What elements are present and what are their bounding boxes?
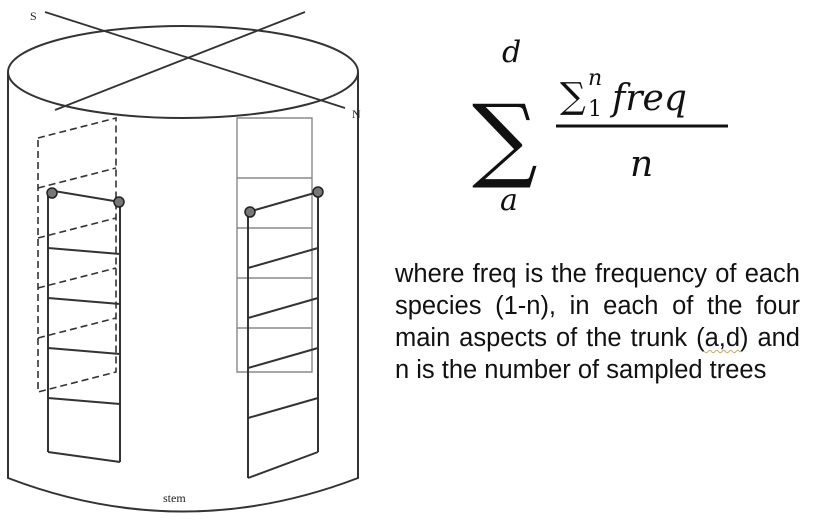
right-quadrat-rear — [236, 117, 313, 373]
formula-explanation: where freq is the frequency of each spec… — [395, 258, 800, 386]
formula-upper-limit: d — [502, 35, 521, 70]
right-quadrat-pin-top-left — [244, 206, 256, 218]
formula-numerator-sum-lower: 1 — [588, 97, 602, 122]
trunk-cylinder-body — [7, 72, 359, 513]
compass-line-south-north — [44, 11, 346, 109]
trunk-top-ellipse — [7, 25, 359, 119]
left-quadrat-front — [47, 189, 121, 463]
explanation-text-end: ) and n is the number of sampled trees — [395, 324, 800, 384]
compass-line-cross — [54, 11, 306, 111]
formula-numerator-term: freq — [609, 78, 687, 119]
explanation-trunk-aspects: a,d — [704, 324, 741, 352]
left-quadrat-pin-top-left — [46, 187, 58, 199]
trunk-sampling-diagram: S N stem — [7, 9, 361, 513]
frequency-formula: d ∑ a ∑ n 1 freq n — [472, 35, 728, 218]
left-quadrat-rear-dashed — [37, 116, 117, 394]
formula-sum-symbol: ∑ — [472, 85, 538, 192]
right-quadrat-pin-top-right — [312, 186, 324, 198]
right-quadrat-front — [247, 191, 319, 479]
formula-lower-limit: a — [500, 183, 518, 218]
explanation-text-start: where freq is the frequency of each spec… — [395, 260, 800, 352]
compass-south-label: S — [30, 9, 37, 23]
stem-label: stem — [163, 491, 186, 505]
compass-north-label: N — [352, 107, 361, 121]
formula-numerator-sum-symbol: ∑ — [560, 76, 586, 117]
left-quadrat-pin-top-right — [113, 196, 125, 208]
formula-numerator-sum-upper: n — [588, 66, 602, 91]
formula-denominator: n — [630, 144, 653, 185]
